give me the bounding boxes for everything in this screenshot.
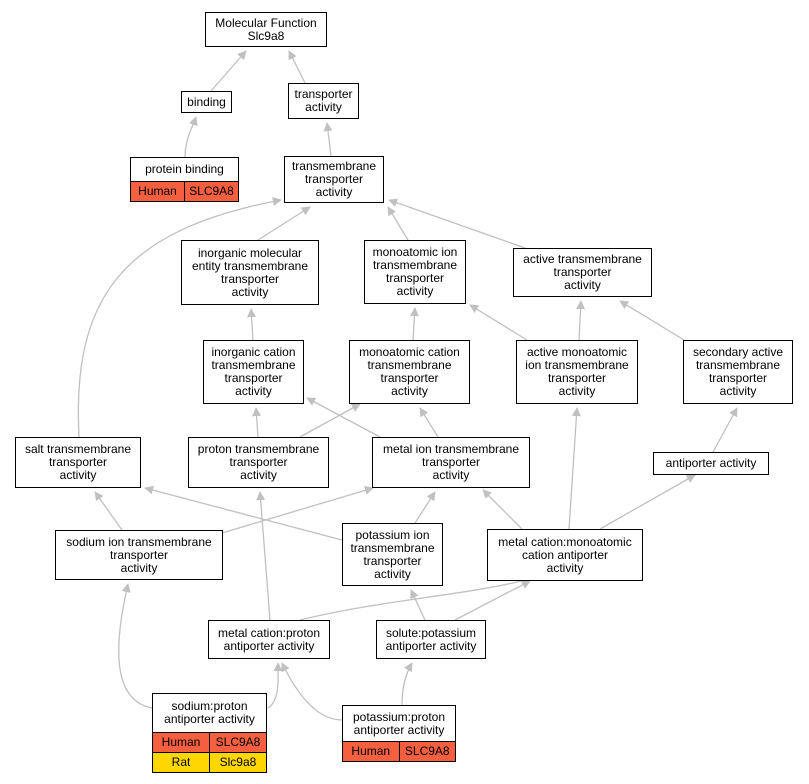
node-label: secondary active transmembrane transport…: [692, 345, 784, 398]
node-label: monoatomic cation transmembrane transpor…: [359, 345, 460, 398]
node-label: potassium ion transmembrane transporter …: [350, 527, 435, 581]
edge-antiporter-secondary-active: [712, 407, 738, 453]
gene-cell: SLC9A8: [398, 742, 456, 761]
edge-active-monoatomic-monoatomic-ion: [469, 304, 528, 341]
node-sodium-proton-antiporter[interactable]: sodium:proton antiporter activity Human …: [152, 693, 267, 773]
node-proton-transmembrane[interactable]: proton transmembrane transporter activit…: [188, 437, 329, 488]
species-row-human: Human SLC9A8: [153, 732, 266, 752]
edge-potassium-ion-salt: [144, 485, 343, 541]
node-secondary-active[interactable]: secondary active transmembrane transport…: [683, 340, 793, 404]
node-molecular-function[interactable]: Molecular Function Slc9a8: [205, 12, 327, 47]
node-label: salt transmembrane transporter activity: [24, 442, 132, 482]
node-metal-ion-transmembrane[interactable]: metal ion transmembrane transporter acti…: [372, 437, 530, 488]
node-label: transporter activity: [294, 87, 353, 114]
node-salt-transmembrane[interactable]: salt transmembrane transporter activity: [15, 437, 141, 488]
node-inorganic-molecular-entity[interactable]: inorganic molecular entity transmembrane…: [181, 240, 319, 305]
node-sodium-ion-transmembrane[interactable]: sodium ion transmembrane transporter act…: [55, 530, 223, 580]
node-metal-cation-proton-antiporter[interactable]: metal cation:proton antiporter activity: [208, 620, 330, 659]
node-potassium-proton-antiporter[interactable]: potassium:proton antiporter activity Hum…: [342, 705, 456, 762]
edge-monoatomic-ion-transmembrane: [387, 206, 409, 241]
edge-proton-inorganic-cation: [252, 407, 262, 438]
edge-solute-potassium-potassium-ion: [410, 589, 426, 621]
edge-potassium-proton-metal-cation-proton: [281, 662, 343, 721]
species-row-rat: Rat Slc9a8: [153, 752, 266, 772]
node-inorganic-cation-transmembrane[interactable]: inorganic cation transmembrane transport…: [203, 340, 304, 404]
node-active-transmembrane[interactable]: active transmembrane transporter activit…: [513, 248, 652, 297]
node-transporter-activity[interactable]: transporter activity: [288, 83, 359, 119]
edge-protein-binding: [184, 116, 198, 158]
node-protein-binding[interactable]: protein binding Human SLC9A8: [130, 157, 239, 202]
node-monoatomic-cation-transmembrane[interactable]: monoatomic cation transmembrane transpor…: [349, 340, 470, 404]
node-metal-cation-monoatomic-antiporter[interactable]: metal cation:monoatomic cation antiporte…: [487, 529, 643, 581]
gene-cell: SLC9A8: [184, 182, 238, 201]
node-label: monoatomic ion transmembrane transporter…: [372, 245, 458, 298]
node-label: solute:potassium antiporter activity: [385, 625, 477, 653]
edge-transporter-root: [288, 50, 306, 84]
node-label: potassium:proton antiporter activity: [352, 709, 446, 737]
node-label: proton transmembrane transporter activit…: [197, 442, 320, 482]
node-label: inorganic cation transmembrane transport…: [211, 345, 296, 398]
node-transmembrane-transporter-activity[interactable]: transmembrane transporter activity: [284, 156, 384, 203]
edge-potassium-proton-solute-potassium: [401, 662, 413, 706]
edge-metal-ion-inorganic-cation: [306, 397, 381, 438]
edge-salt-transmembrane: [77, 197, 282, 438]
organism-cell: Rat: [171, 755, 191, 769]
node-label: protein binding: [145, 162, 224, 176]
node-label: metal cation:proton antiporter activity: [217, 625, 321, 653]
edge-sodium-ion-salt: [94, 491, 123, 531]
node-label: active transmembrane transporter activit…: [523, 252, 642, 292]
organism-cell: Human: [351, 744, 391, 758]
edge-sodium-proton-sodium-ion: [118, 583, 153, 709]
node-potassium-ion-transmembrane[interactable]: potassium ion transmembrane transporter …: [342, 523, 443, 586]
node-label: antiporter activity: [665, 456, 757, 470]
gene-cell: Slc9a8: [209, 753, 266, 772]
edge-transmembrane-transporter: [323, 122, 333, 157]
edge-metal-cation-monoatomic-active-monoatomic: [568, 407, 581, 530]
edge-sodium-proton-metal-cation-proton: [267, 662, 283, 709]
node-label: sodium:proton antiporter activity: [164, 699, 255, 726]
gene-cell: SLC9A8: [209, 733, 266, 752]
node-label: Molecular Function Slc9a8: [215, 15, 317, 43]
edge-monoatomic-cation-monoatomic-ion: [410, 307, 419, 341]
edge-metal-cation-monoatomic-antiporter: [599, 474, 696, 530]
edge-metal-cation-proton-proton: [256, 491, 271, 621]
node-label: sodium ion transmembrane transporter act…: [66, 534, 212, 575]
organism-cell: Human: [161, 735, 201, 749]
species-row-human: Human SLC9A8: [131, 181, 238, 201]
node-label: binding: [187, 94, 226, 109]
edge-proton-monoatomic-cation: [299, 403, 361, 438]
edge-potassium-ion-metal-ion: [414, 491, 436, 524]
organism-cell: Human: [138, 184, 177, 198]
node-antiporter-activity[interactable]: antiporter activity: [653, 452, 769, 475]
edge-sodium-ion-metal-ion: [221, 486, 374, 534]
edge-metal-cation-monoatomic-metal-ion: [482, 489, 523, 530]
node-monoatomic-ion-transmembrane[interactable]: monoatomic ion transmembrane transporter…: [364, 240, 466, 304]
edge-active-monoatomic-active-transmembrane: [576, 300, 586, 341]
edge-secondary-active-active-transmembrane: [619, 300, 685, 341]
edge-metal-cation-proton-metal-cation-monoatomic: [299, 576, 530, 621]
node-label: inorganic molecular entity transmembrane…: [191, 245, 309, 299]
edge-binding-root: [210, 50, 247, 92]
node-label: metal ion transmembrane transporter acti…: [382, 442, 520, 482]
edge-inorganic-cation-inorganic-molecular: [247, 308, 257, 341]
node-label: transmembrane transporter activity: [291, 159, 377, 199]
edge-solute-potassium-metal-cation-monoatomic: [454, 580, 531, 621]
node-label: metal cation:monoatomic cation antiporte…: [498, 534, 632, 575]
edge-inorganic-molecular-transmembrane: [257, 206, 311, 241]
node-solute-potassium-antiporter[interactable]: solute:potassium antiporter activity: [376, 620, 486, 659]
species-row-human: Human SLC9A8: [343, 741, 455, 761]
node-label: active monoatomic ion transmembrane tran…: [525, 345, 629, 398]
node-active-monoatomic-ion[interactable]: active monoatomic ion transmembrane tran…: [516, 340, 638, 404]
node-binding[interactable]: binding: [181, 91, 232, 113]
edge-metal-ion-monoatomic-cation: [419, 407, 439, 438]
edge-active-transmembrane-to-transmembrane: [388, 198, 526, 249]
